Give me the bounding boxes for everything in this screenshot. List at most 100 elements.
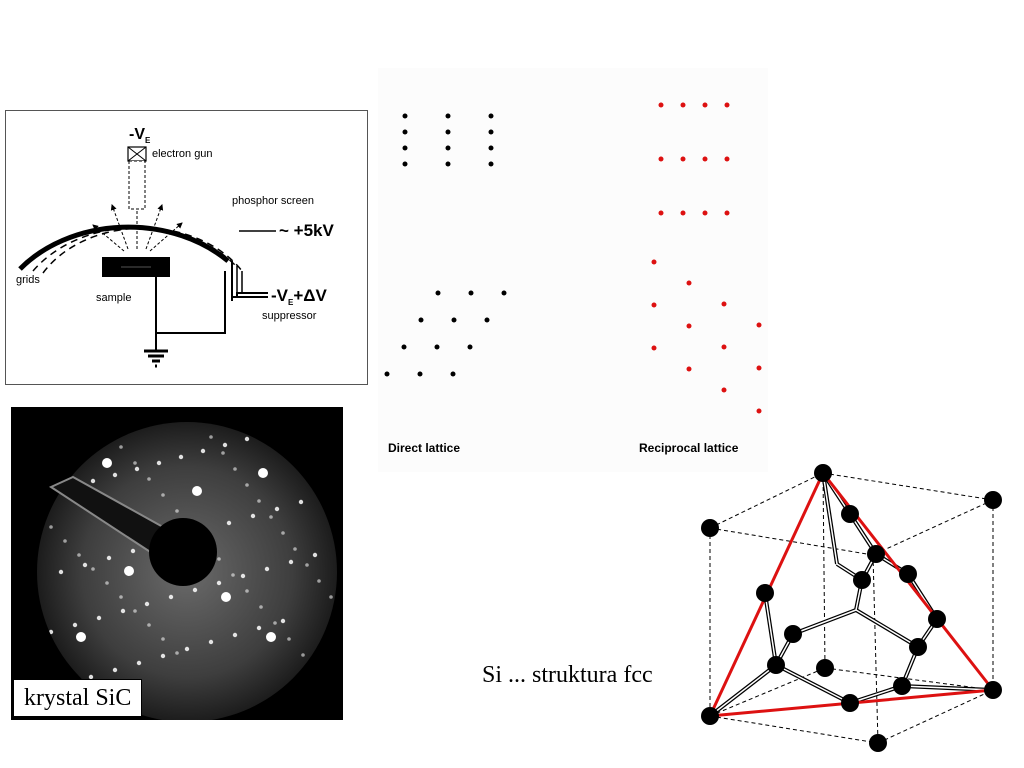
diffraction-spot (192, 486, 202, 496)
diffraction-spot (274, 506, 280, 512)
sic-leed-photo: krystal SiC (11, 407, 343, 720)
diffraction-spot (231, 573, 235, 577)
direct-lattice-point (435, 290, 441, 296)
diffraction-spot (156, 460, 162, 466)
direct-lattice-point (384, 371, 390, 377)
diffraction-spot (298, 499, 304, 505)
diffraction-spot (147, 623, 151, 627)
diffraction-spot (112, 472, 118, 478)
reciprocal-lattice-point (680, 102, 686, 108)
diffraction-spot (221, 451, 225, 455)
electron-gun-label: electron gun (152, 148, 213, 160)
diffraction-spot (63, 539, 67, 543)
reciprocal-lattice-point (702, 156, 708, 162)
diffraction-spot (58, 569, 64, 575)
diffraction-spot (232, 632, 238, 638)
diffraction-spot (105, 581, 109, 585)
diffraction-arrows (92, 204, 183, 252)
direct-lattice-point (451, 317, 457, 323)
reciprocal-lattice-point (721, 301, 727, 307)
diffraction-spot (257, 499, 261, 503)
diffraction-spot (175, 651, 179, 655)
diffraction-spot (329, 595, 333, 599)
diffraction-spot (88, 674, 94, 680)
leed-schematic: -VE electron gun phosphor screen ~ +5kV … (5, 110, 368, 385)
lattice-drawing: Direct lattice Reciprocal lattice (384, 102, 762, 455)
diffraction-spot (119, 445, 123, 449)
atoms (701, 464, 1002, 752)
diffraction-spot (91, 567, 95, 571)
diffraction-spot (96, 615, 102, 621)
reciprocal-lattice-point (686, 323, 692, 329)
fcc-caption: Si ... struktura fcc (482, 662, 653, 688)
reciprocal-lattice-label: Reciprocal lattice (639, 441, 739, 455)
reciprocal-lattice-point (686, 280, 692, 286)
direct-lattice-point (484, 317, 490, 323)
diffraction-spot (305, 563, 309, 567)
reciprocal-lattice-point (756, 408, 762, 414)
diffraction-spot (259, 605, 263, 609)
fcc-structure (690, 458, 1016, 760)
direct-lattice-point (402, 129, 408, 135)
diffraction-spot (312, 552, 318, 558)
direct-lattice-point (468, 290, 474, 296)
reciprocal-lattice-point (756, 322, 762, 328)
direct-lattice-point (445, 161, 451, 167)
suppressor-voltage-label: -VE+ΔV (271, 286, 327, 307)
direct-lattice-label: Direct lattice (388, 441, 460, 455)
diffraction-spot (301, 653, 305, 657)
diffraction-spot (147, 477, 151, 481)
reciprocal-lattice-point (724, 210, 730, 216)
diffraction-spot (124, 566, 134, 576)
diffraction-spot (221, 592, 231, 602)
diffraction-spot (72, 622, 78, 628)
diffraction-spot (256, 625, 262, 631)
leed-pattern (37, 422, 337, 720)
diffraction-spot (266, 632, 276, 642)
direct-lattice-point (402, 113, 408, 119)
diffraction-spot (258, 468, 268, 478)
diffraction-spot (216, 580, 222, 586)
reciprocal-lattice-point (651, 259, 657, 265)
fcc-drawing (701, 464, 1002, 752)
diffraction-spot (48, 629, 54, 635)
diffraction-spot (119, 595, 123, 599)
diffraction-spot (217, 557, 221, 561)
diffraction-spot (317, 579, 321, 583)
grid-arc-2 (42, 227, 243, 274)
diffraction-spot (244, 436, 250, 442)
diffraction-spot (106, 555, 112, 561)
diffraction-spot (287, 637, 291, 641)
diffraction-spot (144, 601, 150, 607)
diffraction-spot (273, 621, 277, 625)
reciprocal-lattice-point (721, 344, 727, 350)
diffraction-spot (160, 653, 166, 659)
reciprocal-lattice-point (658, 156, 664, 162)
diffraction-spot (280, 618, 286, 624)
phosphor-screen-arc (18, 224, 230, 271)
phosphor-screen-label: phosphor screen (232, 195, 314, 207)
gun-voltage-label: -VE (129, 126, 151, 145)
diffraction-spot (90, 478, 96, 484)
diffraction-spot (222, 442, 228, 448)
diffraction-spot (133, 609, 137, 613)
direct-lattice-point (434, 344, 440, 350)
grids-label: grids (16, 274, 40, 286)
direct-lattice-point (417, 371, 423, 377)
reciprocal-lattice-point (756, 365, 762, 371)
diffraction-spot (184, 646, 190, 652)
diffraction-spot (133, 461, 137, 465)
high-voltage-label: ~ +5kV (279, 221, 334, 240)
direct-lattice-point (488, 129, 494, 135)
reciprocal-lattice-point (658, 210, 664, 216)
direct-lattice-oblique (384, 290, 507, 377)
suppressor-label: suppressor (262, 310, 317, 322)
diffraction-spot (245, 589, 249, 593)
grid-arc-1 (32, 226, 237, 272)
diffraction-spot (136, 660, 142, 666)
electron-gun-shadow (149, 518, 217, 586)
reciprocal-lattice-point (724, 102, 730, 108)
direct-lattice-point (488, 161, 494, 167)
direct-lattice-point (450, 371, 456, 377)
direct-lattice-square (402, 113, 494, 167)
